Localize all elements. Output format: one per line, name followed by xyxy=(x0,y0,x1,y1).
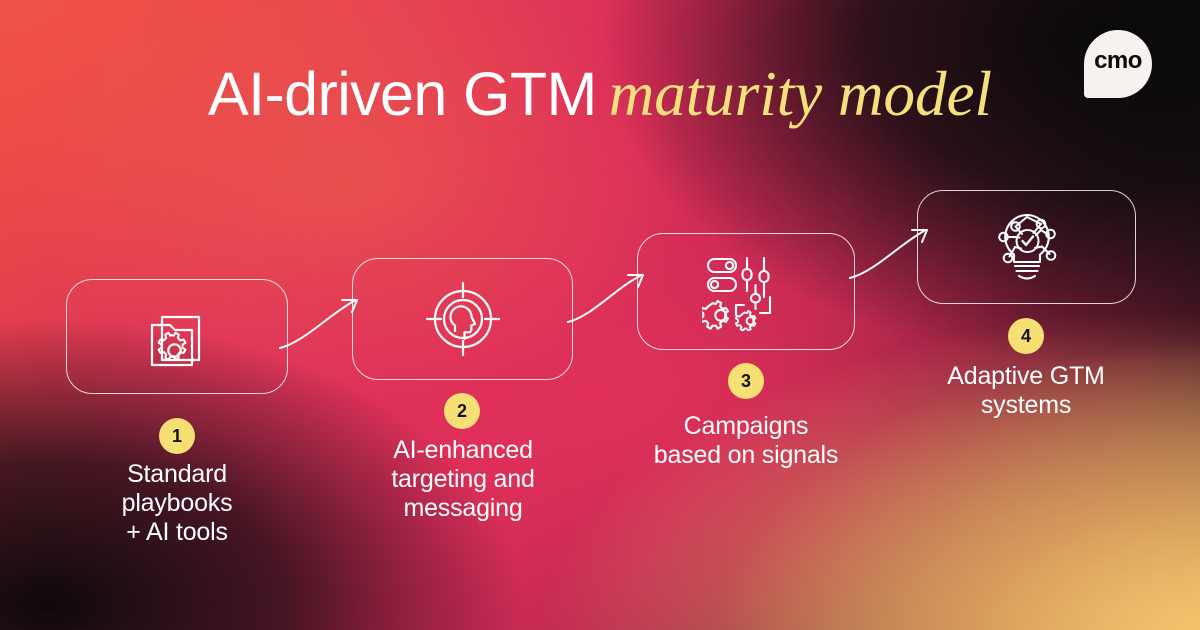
step-4-badge: 4 xyxy=(1008,318,1044,354)
page-title-accent: maturity model xyxy=(608,59,992,129)
step-4-caption: Adaptive GTM systems xyxy=(890,362,1162,420)
step-3-card[interactable] xyxy=(637,233,855,350)
step-3-number: 3 xyxy=(740,371,751,391)
step-1-caption-line-3: + AI tools xyxy=(126,518,228,546)
connector-arrow-2-to-3 xyxy=(567,274,644,323)
step-2-number: 2 xyxy=(456,401,467,421)
step-3-badge: 3 xyxy=(728,363,764,399)
step-2-caption-line-2: targeting and xyxy=(391,465,535,493)
step-1-number: 1 xyxy=(171,426,182,446)
cmo-logo[interactable]: cmo xyxy=(1084,30,1152,98)
step-2-caption: AI-enhanced targeting and messaging xyxy=(327,436,599,523)
step-1-badge: 1 xyxy=(159,418,195,454)
target-audience-head-icon xyxy=(425,281,500,357)
step-1-card[interactable] xyxy=(66,279,288,394)
step-2-badge: 2 xyxy=(444,393,480,429)
lightbulb-network-check-icon xyxy=(997,213,1056,280)
folder-gear-icon xyxy=(150,315,201,366)
step-2-caption-line-1: AI-enhanced xyxy=(393,436,533,464)
step-2-caption-line-3: messaging xyxy=(403,494,523,522)
toggles-sliders-gears-icon xyxy=(702,256,772,331)
step-1-caption-line-1: Standard xyxy=(127,460,227,488)
step-2-card[interactable] xyxy=(352,258,573,380)
step-3-caption: Campaigns based on signals xyxy=(610,412,882,470)
step-4-card[interactable] xyxy=(917,190,1136,304)
step-1-caption-line-2: playbooks xyxy=(121,489,233,517)
cmo-logo-text: cmo xyxy=(1094,47,1142,74)
step-3-caption-line-1: Campaigns xyxy=(683,412,809,440)
step-4-caption-line-1: Adaptive GTM xyxy=(947,362,1105,390)
page-title-main: AI-driven GTM xyxy=(208,60,597,128)
step-3-caption-line-2: based on signals xyxy=(653,441,839,469)
step-4-number: 4 xyxy=(1020,326,1031,346)
step-4-caption-line-2: systems xyxy=(980,391,1072,419)
step-1-caption: Standard playbooks + AI tools xyxy=(41,460,313,547)
